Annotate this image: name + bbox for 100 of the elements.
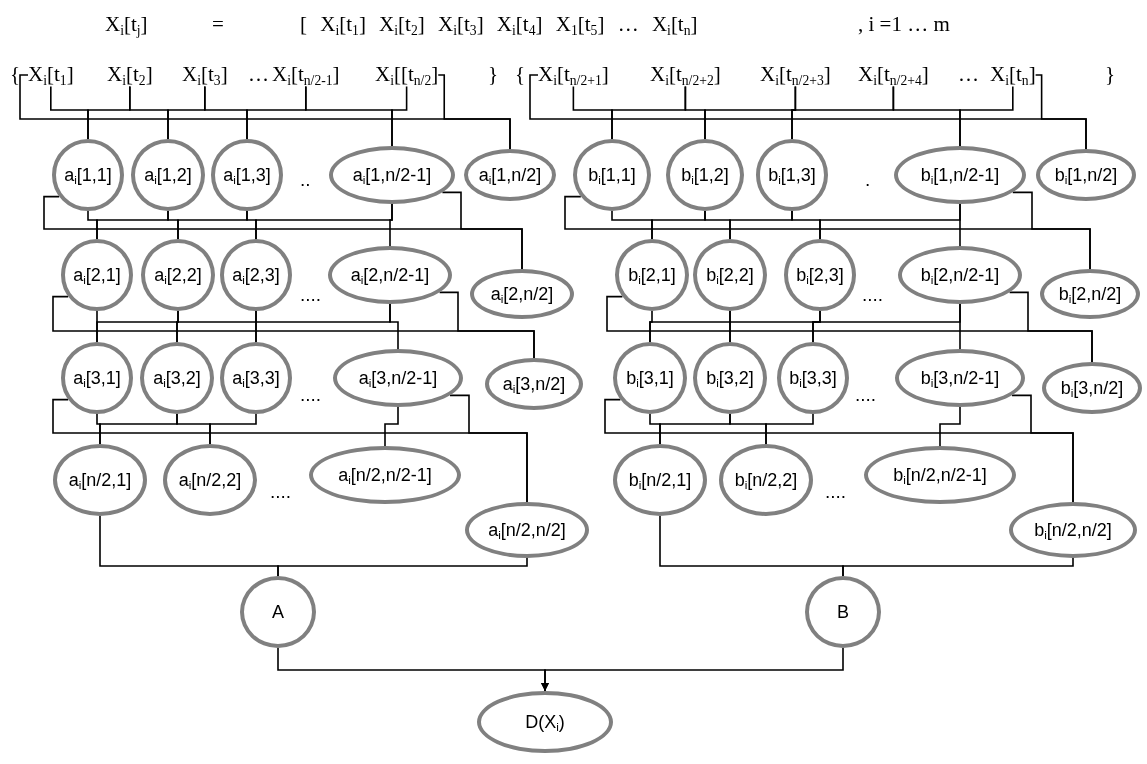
connector (384, 406, 399, 447)
ellipse-node (240, 576, 316, 648)
node-label: D(X$_{i}$) (525, 711, 565, 733)
sequence-term: X$_{i}$[t$_{2}$] (107, 63, 153, 87)
ellipse-node (470, 269, 574, 319)
connector (449, 394, 528, 503)
ellipse-node (333, 349, 463, 407)
ellipse-node (211, 139, 283, 211)
ellipse-node (485, 358, 583, 410)
node-label: a$_{i}$[2,1] (73, 264, 121, 286)
node-label: b$_{i}$[1,3] (768, 164, 816, 186)
node-label: b$_{i}$[1,1] (588, 164, 636, 186)
node-label: b$_{i}$[3,1] (626, 367, 674, 389)
node-label: b$_{i}$[2,3] (796, 264, 844, 286)
formula-text: . (865, 169, 871, 191)
ellipse-node (1040, 269, 1140, 319)
connector (959, 203, 961, 247)
connector (389, 203, 393, 247)
sequence-term: X$_{i}$[t$_{n/2+4}$] (858, 63, 929, 87)
node-label: a$_{i}$[3,1] (73, 367, 121, 389)
node-label: a$_{i}$[3,n/2-1] (358, 367, 438, 389)
arrow (541, 647, 844, 692)
sequence-term: X$_{i}$[t$_{n/2+3}$] (760, 63, 831, 87)
connector (842, 557, 1074, 577)
formula-text: , i =1 … m (858, 13, 950, 37)
ellipse-node (465, 502, 589, 558)
node-label: b$_{i}$[n/2,n/2-1] (893, 464, 987, 486)
ellipse-node (784, 239, 856, 311)
formula-text: = (212, 13, 224, 37)
formula-text: … (248, 63, 269, 87)
node-label: a$_{i}$[1,2] (144, 164, 192, 186)
ellipse-node (719, 444, 813, 516)
ellipse-node (464, 149, 556, 201)
ellipse-node (805, 576, 881, 648)
node-label: b$_{i}$[3,3] (789, 367, 837, 389)
ellipse-node (613, 342, 687, 414)
node-label: A (272, 601, 284, 623)
connector (391, 85, 408, 147)
formula-text: .... (300, 284, 322, 306)
formula-text: [ X$_{i}$[t$_{1}$] X$_{i}$[t$_{2}$] X$_{i}$[t$_{3}$] X$_{i}$[t$_{4}$] X$_{1}$[t$_{5}$] … X$_{i}$[t$_{n}$] (300, 13, 698, 37)
node-label: a$_{i}$[1,n/2-1] (352, 164, 432, 186)
ellipse-node (1009, 502, 1137, 558)
formula-text: .... (825, 481, 847, 503)
node-label: a$_{i}$[3,2] (153, 367, 201, 389)
ellipse-node (328, 246, 452, 304)
node-label: b$_{i}$[1,2] (681, 164, 729, 186)
formula-text: } (488, 63, 499, 87)
node-label: a$_{i}$[3,n/2] (502, 373, 566, 395)
connector (959, 303, 961, 350)
node-label: a$_{i}$[1,n/2] (478, 164, 542, 186)
ellipse-node (666, 139, 744, 211)
connector (939, 406, 961, 447)
node-label: a$_{i}$[2,3] (232, 264, 280, 286)
node-label: a$_{i}$[3,3] (232, 367, 280, 389)
node-label: B (837, 601, 849, 623)
formula-text: { (10, 63, 21, 87)
sequence-term: X$_{i}$[t$_{3}$] (182, 63, 228, 87)
node-label: a$_{i}$[2,n/2] (490, 283, 554, 305)
node-label: a$_{i}$[n/2,n/2-1] (338, 464, 432, 486)
connector (765, 413, 814, 445)
node-label: b$_{i}$[3,n/2-1] (920, 367, 1000, 389)
connector (1011, 394, 1074, 503)
connector (959, 85, 1014, 147)
node-label: a$_{i}$[n/2,2] (178, 469, 242, 491)
node-label: a$_{i}$[n/2,1] (68, 469, 132, 491)
node-label: b$_{i}$[3,2] (706, 367, 754, 389)
node-label: a$_{i}$[2,n/2-1] (350, 264, 430, 286)
ellipse-node (1036, 149, 1136, 201)
formula-text: .... (855, 384, 877, 406)
connector (1034, 74, 1087, 150)
ellipse-node (220, 342, 292, 414)
ellipse-node (53, 444, 147, 516)
ellipse-node (220, 239, 292, 311)
ellipse-node (756, 139, 828, 211)
node-label: a$_{i}$[n/2,n/2] (488, 519, 566, 541)
ellipse-node (477, 691, 613, 753)
ellipse-node (898, 246, 1022, 304)
ellipse-node (613, 444, 707, 516)
ellipse-node (573, 139, 651, 211)
formula-text: .... (862, 284, 884, 306)
node-label: b$_{i}$[n/2,2] (734, 469, 798, 491)
node-label: b$_{i}$[1,n/2] (1054, 164, 1118, 186)
node-label: b$_{i}$[2,1] (628, 264, 676, 286)
ellipse-node (693, 342, 767, 414)
ellipse-node (864, 446, 1016, 504)
ellipse-node (61, 342, 133, 414)
node-label: b$_{i}$[1,n/2-1] (920, 164, 1000, 186)
node-label: a$_{i}$[1,1] (64, 164, 112, 186)
ellipse-node (309, 446, 461, 504)
connector (389, 303, 399, 350)
node-label: a$_{i}$[2,2] (154, 264, 202, 286)
ellipse-node (61, 239, 133, 311)
formula-text: .... (270, 481, 292, 503)
node-label: b$_{i}$[3,n/2] (1060, 377, 1124, 399)
ellipse-node (1042, 362, 1142, 414)
ellipse-node (615, 239, 689, 311)
ellipse-node (693, 239, 767, 311)
connector (437, 74, 511, 150)
ellipse-node (777, 342, 849, 414)
node-label: b$_{i}$[2,n/2] (1058, 283, 1122, 305)
